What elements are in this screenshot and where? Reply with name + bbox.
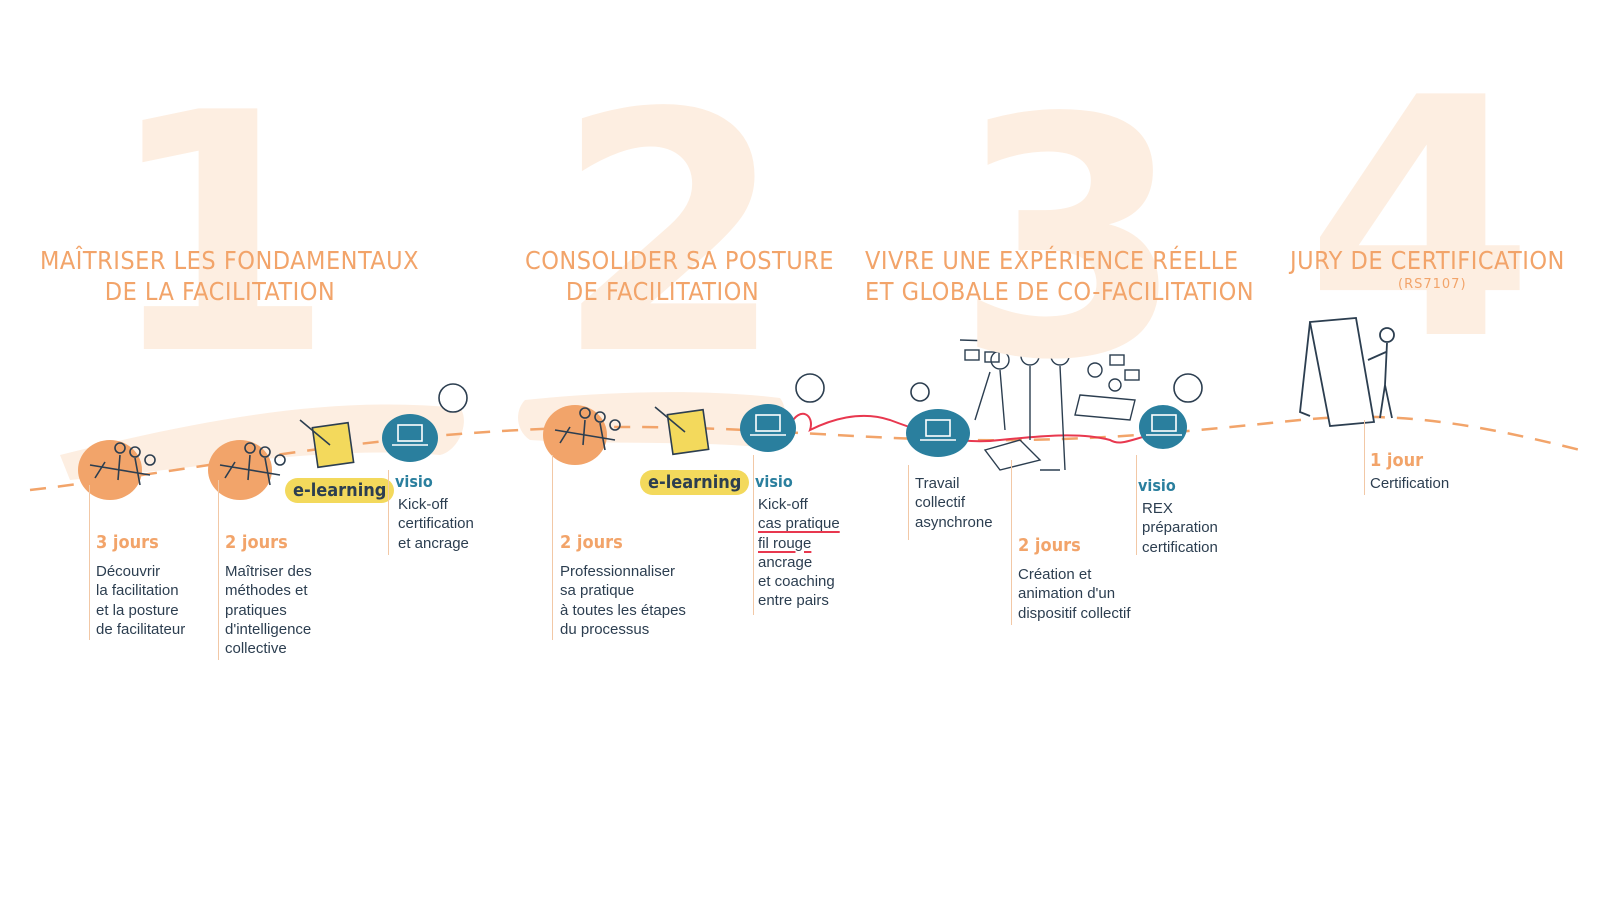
step-description: Professionnaliser sa pratique à toutes l…	[560, 562, 686, 639]
step-description-line: sa pratique	[560, 582, 635, 600]
phase-title-line: VIVRE UNE EXPÉRIENCE RÉELLE	[865, 246, 1239, 275]
timeline-tick	[1136, 455, 1137, 555]
laptop-visio-icon	[392, 414, 1182, 446]
step-description-line: et ancrage	[398, 534, 469, 552]
workshop-blob-3	[543, 405, 607, 465]
step-description-line: Kick-off	[398, 496, 448, 513]
timeline-tick	[1364, 420, 1365, 495]
timeline-tick	[753, 455, 754, 615]
step-description-line: REX	[1142, 500, 1173, 517]
brush-stroke-phase-1	[60, 404, 464, 480]
step-description-line: certification	[1142, 538, 1218, 556]
step-description-line: asynchrone	[915, 513, 993, 531]
step-duration: 3 jours	[96, 532, 159, 553]
timeline-tick	[388, 470, 389, 555]
team-collaboration-illustration	[959, 339, 1140, 471]
elearning-label-1: e-learning	[285, 478, 395, 503]
step-description-line: animation d'un	[1018, 585, 1116, 603]
timeline-tick	[218, 480, 219, 660]
step-description-line: la facilitation	[96, 582, 179, 600]
timeline-tick	[908, 465, 909, 540]
step-description-line: Création et	[1018, 566, 1092, 583]
step-description: Découvrir la facilitation et la posture …	[96, 562, 185, 639]
step-duration: 2 jours	[1018, 535, 1081, 556]
phase-title-line: MAÎTRISER LES FONDAMENTAUX	[40, 246, 420, 275]
step-description-line: collective	[225, 640, 287, 658]
presenter-board-icon	[1299, 317, 1395, 427]
phase-number-1: 1	[105, 43, 335, 427]
phase-number-4: 4	[1305, 28, 1535, 412]
phase-title-1: MAÎTRISER LES FONDAMENTAUX DE LA FACILIT…	[40, 245, 420, 307]
visio-blob-1	[382, 414, 438, 462]
step-description-line: dispositif collectif	[1018, 604, 1131, 622]
step-description: Certification	[1370, 474, 1449, 493]
phase-title-line: DE FACILITATION	[565, 277, 760, 306]
visio-blob-4	[1139, 405, 1187, 449]
visio-blob-3	[906, 409, 970, 457]
step-description-line: d'intelligence	[225, 620, 312, 638]
step-duration: 2 jours	[560, 532, 623, 553]
timeline-tick	[552, 455, 553, 640]
step-description-line: certification	[398, 515, 474, 533]
visio-label: visio	[1138, 476, 1176, 495]
phase-title-line: DE LA FACILITATION	[104, 277, 336, 306]
step-description-line: Professionnaliser	[560, 563, 676, 580]
phase-number-3: 3	[955, 48, 1185, 432]
step-description: Maîtriser des méthodes et pratiques d'in…	[225, 562, 312, 658]
workshop-group-icon	[89, 407, 621, 486]
step-description-line: Kick-off	[758, 496, 808, 513]
step-description-line: méthodes et	[225, 582, 308, 600]
step-description: Kick-off certification et ancrage	[398, 495, 474, 553]
phase-subtitle-4: (RS7107)	[1398, 277, 1467, 292]
step-description: Kick-off cas pratique fil rouge ancrage …	[758, 495, 840, 611]
visio-label: visio	[755, 472, 793, 491]
phase-number-2: 2	[555, 43, 785, 427]
timeline-tick	[89, 485, 90, 640]
step-description-line: entre pairs	[758, 592, 829, 610]
step-duration: 2 jours	[225, 532, 288, 553]
step-description-line: cas pratique	[758, 515, 840, 533]
step-description-line: à toutes les étapes	[560, 601, 686, 619]
phase-title-line: CONSOLIDER SA POSTURE	[525, 246, 835, 275]
step-description-line: Maîtriser des	[225, 563, 312, 580]
step-description-line: collectif	[915, 494, 966, 512]
workshop-blob-1	[78, 440, 142, 500]
step-description-line: et la posture	[96, 601, 179, 619]
step-description-line: et coaching	[758, 573, 835, 591]
elearning-label-2: e-learning	[640, 470, 750, 495]
phase-title-3: VIVRE UNE EXPÉRIENCE RÉELLE ET GLOBALE D…	[865, 245, 1255, 307]
step-description-line: ancrage	[758, 553, 813, 571]
visio-label: visio	[395, 472, 433, 491]
step-duration: 1 jour	[1370, 450, 1424, 471]
phase-title-line: ET GLOBALE DE CO-FACILITATION	[865, 277, 1255, 306]
step-description-line: préparation	[1142, 519, 1218, 537]
elearning-notes-icon	[299, 406, 710, 469]
phase-title-line: JURY DE CERTIFICATION	[1290, 246, 1565, 275]
step-description-line: de facilitateur	[96, 620, 186, 638]
step-description-line: Travail	[915, 475, 960, 492]
step-description: REX préparation certification	[1142, 499, 1218, 557]
workshop-blob-2	[208, 440, 272, 500]
step-description-line: pratiques	[225, 601, 287, 619]
visio-blob-2	[740, 404, 796, 452]
step-description-line: du processus	[560, 620, 650, 638]
phase-title-4: JURY DE CERTIFICATION	[1290, 245, 1565, 276]
timeline-tick	[1011, 460, 1012, 625]
phase-title-2: CONSOLIDER SA POSTURE DE FACILITATION	[525, 245, 835, 307]
speech-bubble-icon	[438, 373, 1203, 413]
step-description: Travail collectif asynchrone	[915, 474, 993, 532]
step-description-line: Découvrir	[96, 563, 161, 580]
step-description-line: fil rouge	[758, 534, 812, 552]
step-description-line: Certification	[1370, 475, 1450, 492]
step-description: Création et animation d'un dispositif co…	[1018, 565, 1131, 623]
